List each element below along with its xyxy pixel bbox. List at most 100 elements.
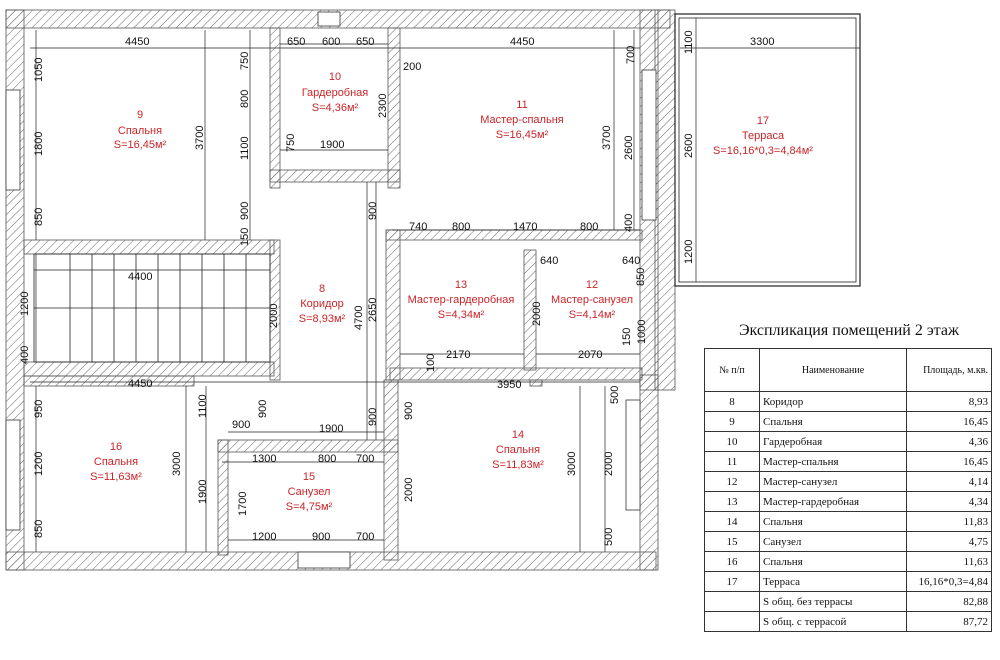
dim-label: 750 [239, 52, 251, 70]
room-8-number: 8 [319, 283, 325, 295]
dim-label: 4400 [128, 271, 152, 283]
dim-label: 150 [621, 328, 633, 346]
row-name: Гардеробная [759, 431, 907, 452]
row-num: 13 [704, 491, 760, 512]
row-name: Терраса [759, 571, 907, 592]
row-area: 11,83 [906, 511, 992, 532]
room-15-number: 15 [303, 471, 315, 483]
dim-label: 900 [367, 202, 379, 220]
room-15-name: Санузел [288, 486, 331, 498]
dim-label: 1200 [19, 292, 31, 316]
row-name: Мастер-санузел [759, 471, 907, 492]
dim-label: 100 [425, 354, 437, 372]
dim-label: 900 [239, 202, 251, 220]
dim-label: 900 [367, 408, 379, 426]
room-8-area: S=8,93м² [299, 313, 346, 325]
row-num: 14 [704, 511, 760, 532]
dim-label: 1900 [197, 480, 209, 504]
dim-label: 2000 [603, 452, 615, 476]
dim-label: 4450 [510, 36, 534, 48]
dim-label: 1050 [33, 58, 45, 82]
col-num-header: № п/п [704, 348, 760, 392]
row-name: Спальня [759, 411, 907, 432]
dim-label: 3300 [750, 36, 774, 48]
dim-label: 200 [403, 61, 421, 73]
row-name: Коридор [759, 391, 907, 412]
dimension-labels: 4450 650 600 650 4450 3300 1050 1800 850… [19, 30, 774, 546]
total-area: 82,88 [906, 591, 992, 612]
dim-label: 640 [622, 255, 640, 267]
room-labels: 9 Спальня S=16,45м² 10 Гардеробная S=4,3… [90, 71, 813, 513]
row-area: 4,36 [906, 431, 992, 452]
dim-label: 2170 [446, 349, 470, 361]
dim-label: 1200 [252, 531, 276, 543]
room-11-name: Мастер-спальня [480, 114, 564, 126]
room-12-name: Мастер-санузел [551, 294, 633, 306]
dim-label: 900 [257, 400, 269, 418]
row-num: 10 [704, 431, 760, 452]
room-17-number: 17 [757, 115, 769, 127]
dim-label: 1100 [197, 394, 209, 418]
col-name-header: Наименование [759, 348, 907, 392]
dim-label: 1200 [683, 240, 695, 264]
col-area-header: Площадь, м.кв. [906, 348, 992, 392]
dim-label: 3000 [566, 452, 578, 476]
row-name: Санузел [759, 531, 907, 552]
dim-label: 950 [33, 400, 45, 418]
dim-label: 1470 [513, 221, 537, 233]
row-name: Спальня [759, 511, 907, 532]
room-14-name: Спальня [496, 444, 540, 456]
dim-label: 800 [318, 453, 336, 465]
dim-label: 3000 [171, 452, 183, 476]
dim-label: 640 [540, 255, 558, 267]
row-area: 11,63 [906, 551, 992, 572]
dim-label: 2650 [367, 298, 379, 322]
dim-label: 2600 [623, 136, 635, 160]
row-num: 15 [704, 531, 760, 552]
explication-title: Экспликация помещений 2 этаж [738, 322, 960, 339]
dim-label: 700 [356, 453, 374, 465]
row-name: Мастер-гардеробная [759, 491, 907, 512]
room-14-number: 14 [512, 429, 524, 441]
dim-label: 740 [409, 221, 427, 233]
row-area: 8,93 [906, 391, 992, 412]
dim-label: 850 [33, 208, 45, 226]
room-13-area: S=4,34м² [438, 309, 485, 321]
row-num: 11 [704, 451, 760, 472]
outer-walls [5, 9, 676, 571]
room-10-name: Гардеробная [302, 87, 369, 99]
total-name: S общ. с террасой [759, 611, 907, 632]
dim-label: 3700 [601, 126, 613, 150]
dim-label: 400 [623, 214, 635, 232]
dimension-lines [30, 18, 860, 552]
room-8-name: Коридор [300, 298, 343, 310]
dim-label: 850 [635, 268, 647, 286]
room-16-name: Спальня [94, 456, 138, 468]
room-12-number: 12 [586, 279, 598, 291]
dim-label: 600 [322, 36, 340, 48]
room-11-number: 11 [516, 99, 527, 111]
dim-label: 800 [239, 90, 251, 108]
dim-label: 4700 [353, 306, 365, 330]
total-name: S общ. без террасы [759, 591, 907, 612]
dim-label: 2000 [268, 304, 280, 328]
room-13-name: Мастер-гардеробная [408, 294, 515, 306]
dim-label: 1000 [636, 320, 648, 344]
room-16-number: 16 [110, 441, 122, 453]
dim-label: 1800 [33, 132, 45, 156]
dim-label: 4450 [125, 36, 149, 48]
terrace-outline [674, 13, 861, 287]
row-area: 16,16*0,3=4,84 [906, 571, 992, 592]
dim-label: 500 [609, 386, 621, 404]
room-10-number: 10 [329, 71, 341, 83]
room-9-area: S=16,45м² [114, 139, 167, 151]
dim-label: 800 [580, 221, 598, 233]
dim-label: 900 [312, 531, 330, 543]
